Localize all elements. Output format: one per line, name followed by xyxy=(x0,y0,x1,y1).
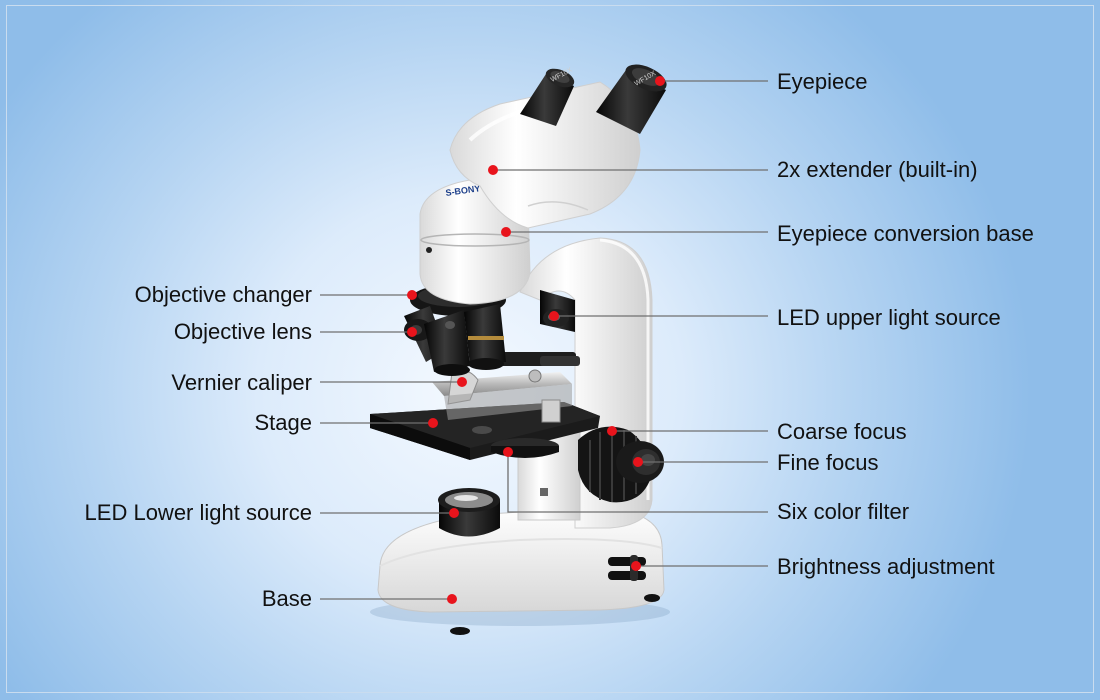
label-eyepiece: Eyepiece xyxy=(777,69,868,94)
marker-conversion-base xyxy=(501,227,511,237)
label-stage: Stage xyxy=(254,410,313,435)
head-part: S-BONY xyxy=(419,81,641,305)
label-fine-focus: Fine focus xyxy=(777,450,879,475)
marker-led-lower xyxy=(449,508,459,518)
vernier-part xyxy=(432,352,580,423)
label-led-lower: LED Lower light source xyxy=(84,500,312,525)
marker-objective-lens xyxy=(407,327,417,337)
marker-fine-focus xyxy=(633,457,643,467)
lower-light-part xyxy=(438,488,500,537)
label-led-upper: LED upper light source xyxy=(777,305,1001,330)
label-conversion-base: Eyepiece conversion base xyxy=(777,221,1034,246)
marker-base xyxy=(447,594,457,604)
base-part xyxy=(370,507,670,635)
marker-extender xyxy=(488,165,498,175)
label-vernier-caliper: Vernier caliper xyxy=(171,370,312,395)
markers xyxy=(407,76,665,604)
marker-objective-changer xyxy=(407,290,417,300)
marker-led-upper xyxy=(549,311,559,321)
label-brightness: Brightness adjustment xyxy=(777,554,995,579)
label-extender: 2x extender (built-in) xyxy=(777,157,978,182)
marker-stage xyxy=(428,418,438,428)
label-base: Base xyxy=(261,586,312,611)
label-six-color-filter: Six color filter xyxy=(777,499,910,524)
label-objective-changer: Objective changer xyxy=(134,282,312,307)
leader-six-color-filter xyxy=(507,452,768,513)
marker-brightness xyxy=(631,561,641,571)
marker-coarse-focus xyxy=(607,426,617,436)
marker-vernier-caliper xyxy=(457,377,467,387)
brand-logo: S-BONY xyxy=(445,183,481,198)
label-coarse-focus: Coarse focus xyxy=(777,419,907,444)
leader-lines xyxy=(320,80,768,600)
eyepiece-part: WF10X WF10X xyxy=(520,64,667,134)
label-objective-lens: Objective lens xyxy=(173,319,312,344)
upper-light-part xyxy=(540,290,575,332)
marker-eyepiece xyxy=(655,76,665,86)
marker-six-color-filter xyxy=(503,447,513,457)
